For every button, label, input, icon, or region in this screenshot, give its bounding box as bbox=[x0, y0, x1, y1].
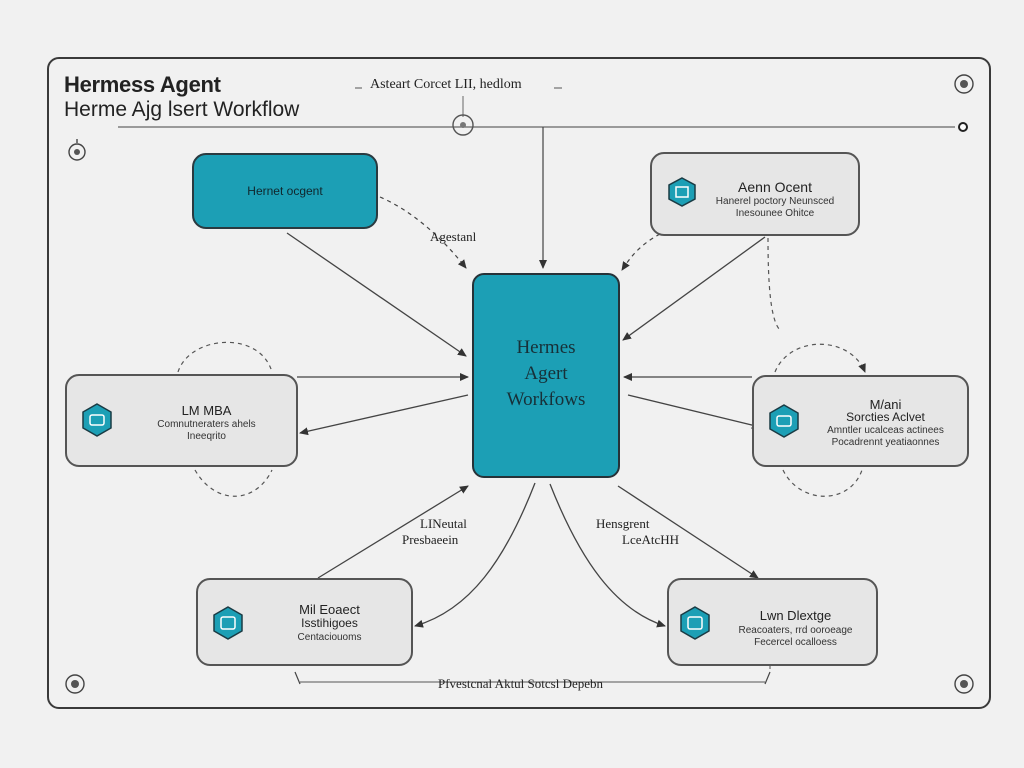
edge-hub-botleft bbox=[414, 482, 536, 628]
node-bottom-left-sub1: Centaciouoms bbox=[297, 632, 362, 643]
dashed-topleft-hub bbox=[379, 196, 467, 269]
edge-hub-midleft bbox=[299, 394, 469, 436]
node-bottom-right-sub1: Reacoaters, rrd ooroeage bbox=[738, 625, 853, 636]
node-mid-left-sub1: Comnutneraters ahels bbox=[157, 419, 256, 430]
dashed-loop-midright-top bbox=[774, 343, 866, 373]
diagram-frame bbox=[47, 57, 991, 709]
node-top-right[interactable]: Aenn Ocent Hanerel poctory Neunsced Ines… bbox=[650, 152, 860, 236]
dashed-loop-midright-bottom bbox=[782, 469, 863, 497]
footer-tick-left bbox=[294, 671, 301, 685]
node-mid-right-sub1: Amntler ucalceas actinees bbox=[827, 425, 944, 436]
gear-icon bbox=[68, 139, 86, 161]
hub-line-1: Hermes bbox=[516, 337, 576, 358]
header-center-label: Asteart Corcet LII, hedlom bbox=[370, 77, 522, 92]
node-top-right-name: Aenn Ocent bbox=[738, 179, 812, 195]
node-bottom-right-sub2: Fecercel ocalloess bbox=[754, 637, 837, 648]
node-bottom-right[interactable]: Lwn Dlextge Reacoaters, rrd ooroeage Fec… bbox=[667, 578, 878, 666]
settings-knob-icon bbox=[954, 674, 974, 694]
node-mid-left-sub2: Ineeqrito bbox=[187, 431, 226, 442]
settings-knob-icon bbox=[958, 122, 968, 132]
edge-label-bottom-left-2: Presbaeein bbox=[402, 532, 459, 547]
edge-hub-botright-curve bbox=[549, 483, 666, 628]
node-top-right-sub1: Hanerel poctory Neunsced bbox=[715, 196, 835, 207]
page-title: Hermess Agent bbox=[64, 72, 221, 97]
edge-label-footer: Pfvestcnal Aktul Sotcsl Depebn bbox=[438, 676, 604, 691]
edge-hub-botright bbox=[617, 485, 759, 579]
hexagon-icon bbox=[668, 177, 696, 207]
edge-label-bottom-right-1: Hensgrent bbox=[596, 516, 650, 531]
hub-line-2: Agert bbox=[524, 363, 568, 384]
node-mid-right-name2: Sorcties Aclvet bbox=[846, 410, 925, 424]
dashed-topright-hub bbox=[621, 233, 661, 271]
edge-topright-hub bbox=[622, 236, 766, 341]
node-mid-right[interactable]: M/ani Sorcties Aclvet Amntler ucalceas a… bbox=[752, 375, 969, 467]
node-mid-left[interactable]: LM MBA Comnutneraters ahels Ineeqrito bbox=[65, 374, 298, 467]
edge-hub-midright bbox=[627, 394, 761, 430]
edge-label-top: Agestanl bbox=[430, 229, 477, 244]
dashed-loop-midleft-top bbox=[177, 341, 273, 373]
edge-topleft-hub bbox=[286, 232, 467, 357]
hexagon-icon bbox=[769, 404, 799, 438]
settings-knob-icon bbox=[954, 74, 974, 94]
settings-knob-icon bbox=[452, 114, 474, 136]
node-top-left[interactable]: Hernet ocgent bbox=[192, 153, 378, 229]
edge-label-bottom-right-2: LceAtcHH bbox=[622, 532, 680, 547]
page-subtitle: Herme Ajg lsert Workflow bbox=[64, 98, 300, 121]
edge-botleft-hub bbox=[317, 485, 469, 579]
node-bottom-left[interactable]: Mil Eoaect Isstihigoes Centaciouoms bbox=[196, 578, 413, 666]
hexagon-icon bbox=[213, 606, 243, 640]
node-bottom-left-name2: Isstihigoes bbox=[301, 616, 358, 630]
dashed-topright-midright bbox=[767, 237, 781, 331]
hub-line-3: Workfows bbox=[506, 389, 586, 410]
node-mid-left-name: LM MBA bbox=[181, 403, 232, 418]
hexagon-icon bbox=[82, 403, 112, 437]
node-bottom-right-name: Lwn Dlextge bbox=[759, 608, 832, 623]
node-mid-right-sub2: Pocadrennt yeatiaonnes bbox=[831, 437, 940, 448]
dashed-loop-midleft-bottom bbox=[194, 469, 273, 497]
node-mid-right-name: M/ani bbox=[869, 397, 902, 412]
hexagon-icon bbox=[680, 606, 710, 640]
footer-tick-right bbox=[764, 671, 771, 685]
settings-knob-icon bbox=[65, 674, 85, 694]
node-bottom-left-name: Mil Eoaect bbox=[299, 602, 360, 617]
node-top-right-sub2: Inesounee Ohitce bbox=[735, 208, 815, 219]
edge-label-bottom-left-1: LINeutal bbox=[420, 516, 467, 531]
hub-node-hermes-agent-workflows[interactable]: Hermes Agert Workfows bbox=[472, 273, 620, 478]
node-top-left-name: Hernet ocgent bbox=[247, 184, 323, 198]
